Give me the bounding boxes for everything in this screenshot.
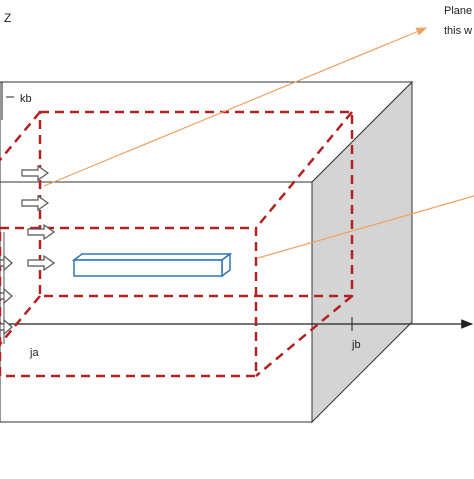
bar-top bbox=[71, 253, 233, 261]
jb-label: jb bbox=[351, 339, 361, 351]
callout-line-plane bbox=[43, 27, 428, 187]
callout-line-bar bbox=[257, 195, 474, 259]
flow-arrow bbox=[27, 223, 56, 241]
flow-arrow bbox=[27, 254, 56, 272]
callout-text-line2: this w bbox=[444, 25, 472, 37]
kb-label: kb bbox=[20, 93, 32, 105]
bar-front bbox=[73, 259, 223, 277]
flow-arrow bbox=[21, 164, 50, 182]
dashed-edge-bottom-right bbox=[255, 295, 353, 377]
dashed-edge-top-left bbox=[0, 111, 41, 161]
dashed-edge-bottom-left bbox=[0, 295, 41, 345]
dashed-edge-top-right bbox=[255, 111, 353, 229]
callout-text-line1: Plane bbox=[444, 5, 472, 17]
flow-arrow bbox=[21, 194, 50, 212]
ja-label: ja bbox=[29, 347, 39, 359]
z-axis-label: Z bbox=[4, 11, 11, 25]
dashed-box-front bbox=[0, 226, 258, 378]
